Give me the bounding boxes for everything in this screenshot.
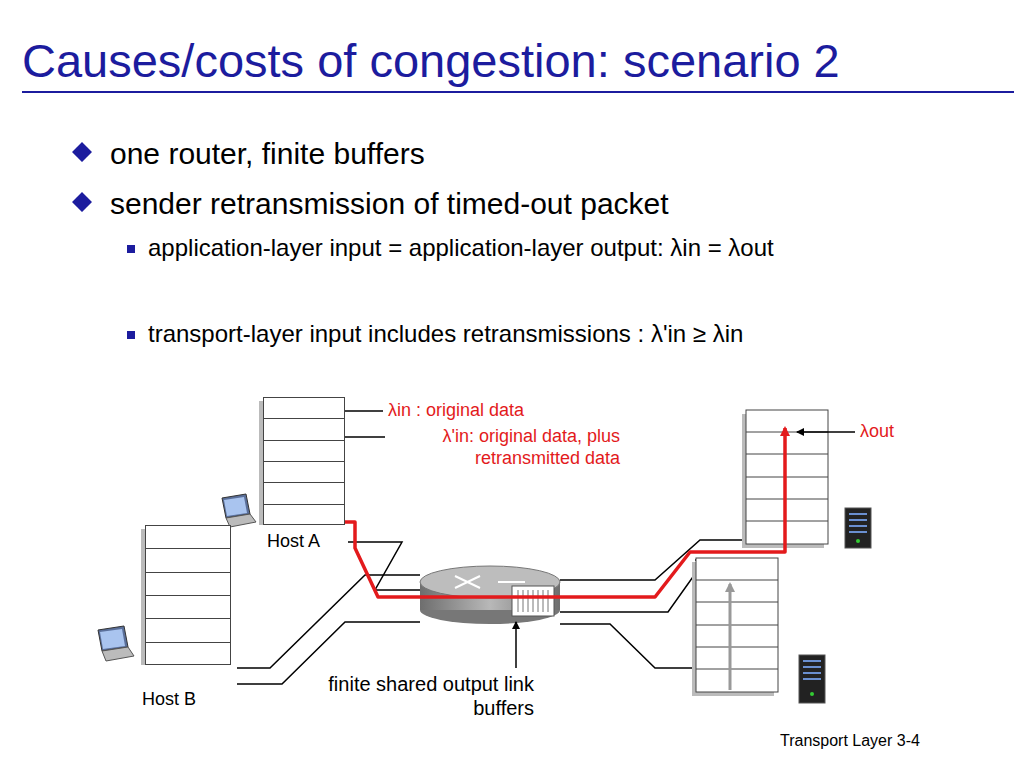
link-outline [237,540,745,684]
bullet-square [127,245,135,253]
slide-title: Causes/costs of congestion: scenario 2 [22,34,840,88]
callout-label: finite shared output link buffers [318,672,534,720]
laptop-icon [98,626,134,661]
router-symbol [420,566,560,624]
host-node: Host A [263,397,345,525]
flow-label: λ'in: original data, plus retransmitted … [388,426,620,469]
laptop-icon [222,494,256,527]
host-label: Host B [140,689,198,710]
flow-label: λin : original data [388,400,524,422]
leader-line [515,622,517,668]
host-node: Host B [145,525,231,665]
server-icon [799,655,825,703]
host-stack [141,525,231,669]
flow-arrow [729,584,732,690]
leader-line [797,431,855,433]
server-icon [845,508,871,548]
bullet-diamond [72,142,92,212]
flow-arrow [315,410,785,597]
server-stack [692,558,778,696]
output-buffer [512,586,554,616]
sub-bullet-text: transport-layer input includes retransmi… [148,320,968,349]
host-stack [259,397,345,529]
bullet-square [127,331,135,339]
bullet-text: one router, finite buffers [110,136,425,172]
flow-label: λout [860,421,894,443]
bullet-text: sender retransmission of timed-out packe… [110,186,669,222]
host-label: Host A [265,531,322,552]
title-underline [22,91,1014,93]
sub-bullet-text: application-layer input = application-la… [148,234,893,263]
footer-text: Transport Layer 3-4 [780,731,920,750]
